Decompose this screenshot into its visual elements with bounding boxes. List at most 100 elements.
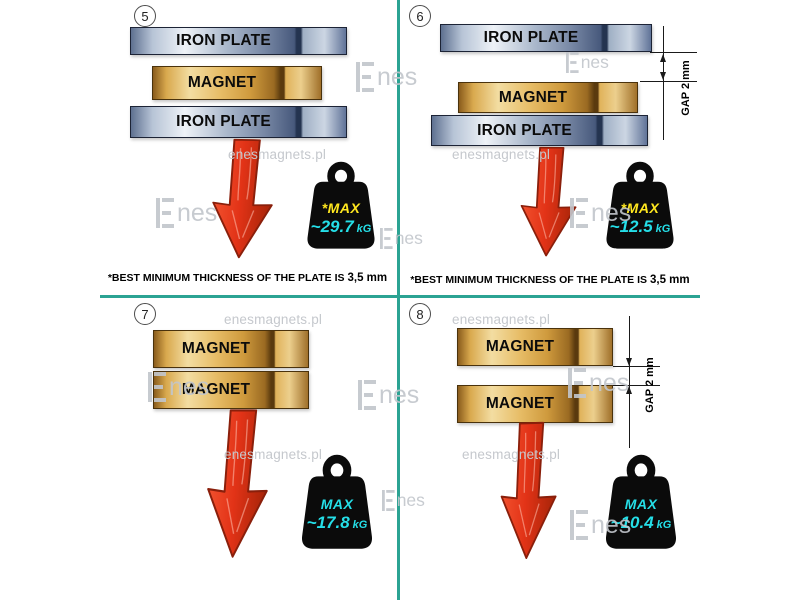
- magnet-label: MAGNET: [498, 88, 568, 106]
- magnet-label: MAGNET: [485, 338, 555, 355]
- iron-plate-label: IRON PLATE: [176, 113, 271, 130]
- enes-logo-text: nes: [177, 198, 218, 227]
- magnet-label: MAGNET: [181, 340, 251, 357]
- weight-value: ~29.7: [310, 217, 354, 237]
- iron-plate-label: IRON PLATE: [477, 121, 572, 139]
- force-arrow-icon: [508, 144, 588, 261]
- weight-text: MAX ~10.4 kG: [594, 496, 688, 533]
- footnote-value: 3,5 mm: [650, 274, 690, 286]
- divider-vertical: [397, 0, 400, 600]
- enes-logo-text: nes: [591, 198, 632, 227]
- magnet-label: MAGNET: [181, 381, 251, 398]
- gap-extension-line: [613, 385, 660, 386]
- weight-text: MAX ~17.8 kG: [290, 496, 384, 533]
- magnet-label: MAGNET: [187, 74, 257, 91]
- watermark-site-text: enesmagnets.pl: [228, 147, 327, 162]
- weight-icon: MAX ~17.8 kG: [290, 454, 384, 560]
- watermark-site-text: enesmagnets.pl: [452, 147, 551, 162]
- enes-logo-mark: [570, 198, 588, 228]
- weight-unit: kG: [655, 223, 671, 236]
- magnet-top: MAGNET: [153, 330, 309, 368]
- enes-logo-mark: [566, 52, 579, 73]
- iron-plate-top: IRON PLATE: [440, 24, 652, 52]
- enes-logo-mark: [382, 490, 395, 511]
- enes-logo: nes: [570, 510, 631, 540]
- gap-extension-line: [650, 52, 697, 53]
- magnet-top: MAGNET: [457, 328, 613, 366]
- enes-logo-text: nes: [589, 368, 630, 397]
- weight-max-label: MAX: [624, 496, 658, 513]
- enes-logo-text: nes: [377, 62, 418, 91]
- enes-logo: nes: [566, 52, 609, 73]
- weight-icon: MAX ~10.4 kG: [594, 454, 688, 560]
- watermark-site-text: enesmagnets.pl: [224, 447, 323, 462]
- enes-logo-mark: [358, 380, 376, 410]
- footnote-value: 3,5 mm: [347, 272, 388, 284]
- weight-icon: *MAX ~29.7 kG: [296, 161, 386, 259]
- gap-extension-line: [613, 366, 660, 367]
- iron-plate-bottom: IRON PLATE: [431, 115, 648, 146]
- gap-arrow-up-icon: [660, 54, 666, 62]
- enes-logo-text: nes: [396, 490, 425, 510]
- enes-logo-mark: [148, 372, 166, 402]
- gap-dimension-line: [629, 316, 630, 448]
- footnote-text: *BEST MINIMUM THICKNESS OF THE PLATE IS: [410, 274, 647, 286]
- panel-number: 7: [134, 303, 156, 325]
- weight-max-label: *MAX: [321, 200, 361, 217]
- weight-unit: kG: [352, 519, 368, 532]
- magnet-bottom: MAGNET: [457, 385, 613, 423]
- gap-arrow-down-icon: [626, 358, 632, 366]
- enes-logo-text: nes: [379, 380, 420, 409]
- gap-label: GAP 2 mm: [680, 60, 692, 116]
- enes-logo-mark: [156, 198, 174, 228]
- gap-label: GAP 2 mm: [644, 357, 656, 413]
- weight-value: ~10.4: [610, 513, 654, 533]
- enes-logo-text: nes: [169, 372, 210, 401]
- gap-arrow-down-icon: [660, 72, 666, 80]
- gap-dimension-line: [663, 26, 664, 140]
- weight-value: ~17.8: [306, 513, 350, 533]
- watermark-site-text: enesmagnets.pl: [452, 312, 551, 327]
- footnote-text: *BEST MINIMUM THICKNESS OF THE PLATE IS: [107, 272, 345, 284]
- enes-logo-mark: [356, 62, 374, 92]
- enes-logo: nes: [380, 228, 423, 249]
- enes-logo: nes: [356, 62, 417, 92]
- magnet: MAGNET: [458, 82, 638, 113]
- gap-extension-line: [640, 81, 697, 82]
- enes-logo-mark: [570, 510, 588, 540]
- weight-text: *MAX ~29.7 kG: [296, 200, 386, 237]
- force-arrow-icon: [192, 405, 283, 563]
- enes-logo: nes: [358, 380, 419, 410]
- iron-plate-label: IRON PLATE: [483, 29, 579, 46]
- enes-logo: nes: [570, 198, 631, 228]
- enes-logo: nes: [568, 368, 629, 398]
- enes-logo: nes: [148, 372, 209, 402]
- magnet: MAGNET: [152, 66, 322, 100]
- iron-plate-bottom: IRON PLATE: [130, 106, 347, 138]
- iron-plate-label: IRON PLATE: [176, 32, 271, 49]
- enes-logo: nes: [156, 198, 217, 228]
- panel-number: 8: [409, 303, 431, 325]
- enes-logo-text: nes: [580, 52, 609, 72]
- gap-arrow-up-icon: [626, 386, 632, 394]
- watermark-site-text: enesmagnets.pl: [462, 447, 561, 462]
- enes-logo-text: nes: [394, 228, 423, 248]
- weight-unit: kG: [356, 223, 372, 236]
- weight-max-label: *MAX: [620, 200, 660, 217]
- watermark-site-text: enesmagnets.pl: [224, 312, 323, 327]
- weight-unit: kG: [656, 519, 672, 532]
- weight-text: *MAX ~12.5 kG: [595, 200, 685, 237]
- force-arrow-icon: [198, 135, 286, 263]
- enes-logo-mark: [380, 228, 393, 249]
- weight-value: ~12.5: [609, 217, 653, 237]
- enes-logo-mark: [568, 368, 586, 398]
- force-arrow-icon: [488, 419, 567, 563]
- enes-logo: nes: [382, 490, 425, 511]
